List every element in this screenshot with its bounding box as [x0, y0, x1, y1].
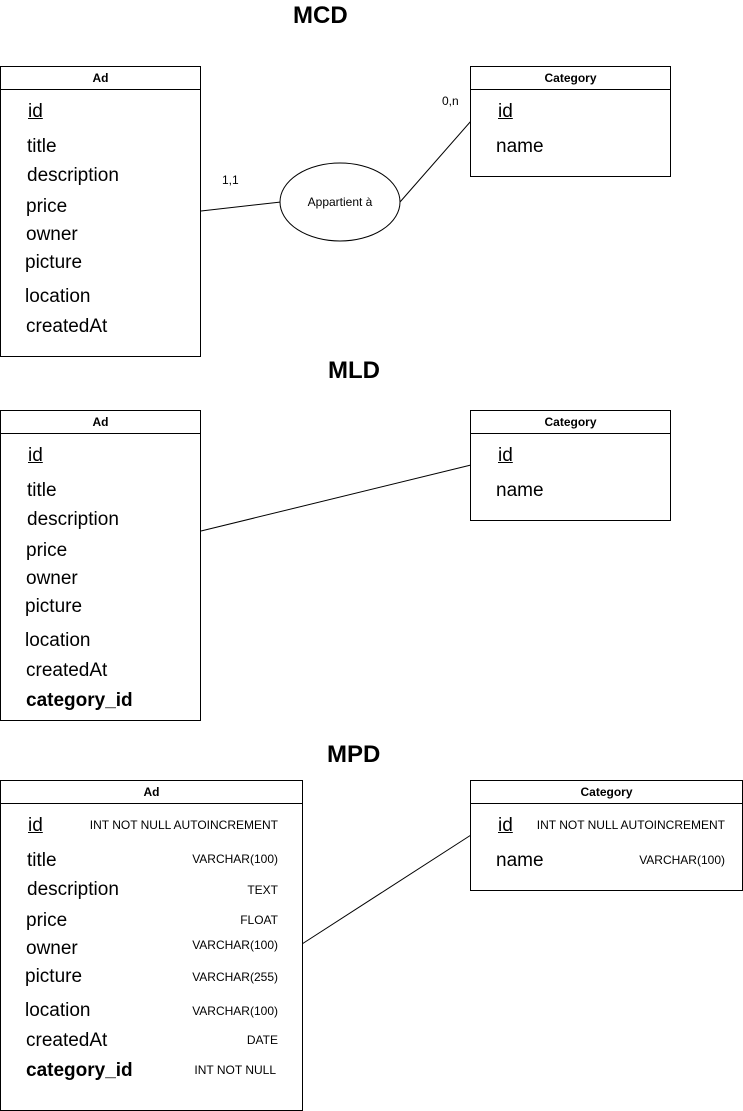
mld-entity-category-name: Category: [471, 411, 670, 434]
mpd-ad-type-title: VARCHAR(100): [192, 852, 278, 866]
mpd-title: MPD: [327, 741, 381, 768]
mpd-ad-type-createdat: DATE: [246, 1033, 278, 1047]
mcd-link-ad: [200, 201, 282, 212]
mld-entity-ad: Ad id title description price owner pict…: [0, 410, 201, 721]
mcd-association-label: Appartient à: [307, 195, 373, 209]
mld-ad-attr-id: id: [28, 445, 43, 466]
mld-entity-ad-name: Ad: [1, 411, 200, 434]
mpd-ad-attr-id: id: [28, 815, 43, 836]
mcd-entity-ad: Ad id title description price owner pict…: [0, 66, 201, 357]
mcd-cardinality-ad: 1,1: [222, 173, 239, 187]
mcd-entity-category-name: Category: [471, 67, 670, 90]
mld-ad-attr-picture: picture: [25, 596, 83, 617]
mpd-ad-type-location: VARCHAR(100): [192, 1004, 278, 1018]
mpd-category-type-name: VARCHAR(100): [639, 853, 725, 867]
mld-title: MLD: [328, 357, 380, 384]
mpd-ad-type-category-id: INT NOT NULL: [194, 1063, 276, 1077]
mpd-category-type-id: INT NOT NULL AUTOINCREMENT: [536, 818, 725, 832]
mpd-ad-attr-category-id: category_id: [26, 1060, 133, 1081]
mpd-ad-attr-owner: owner: [26, 938, 78, 959]
mpd-ad-type-id: INT NOT NULL AUTOINCREMENT: [89, 818, 278, 832]
mld-ad-attr-location: location: [25, 630, 91, 651]
mcd-ad-attr-description: description: [27, 165, 119, 186]
mld-ad-attr-price: price: [26, 540, 68, 561]
mpd-link: [301, 834, 472, 945]
mcd-category-attr-name: name: [496, 136, 544, 157]
mpd-ad-attr-picture: picture: [25, 966, 83, 987]
mcd-entity-category: Category id name: [470, 66, 671, 177]
mpd-ad-attr-location: location: [25, 1000, 91, 1021]
mcd-title: MCD: [293, 2, 348, 29]
mcd-link-category: [399, 120, 472, 203]
mcd-ad-attr-price: price: [26, 196, 68, 217]
mcd-ad-attr-location: location: [25, 286, 91, 307]
mcd-entity-ad-name: Ad: [1, 67, 200, 90]
mcd-cardinality-category: 0,n: [442, 94, 459, 108]
mpd-entity-category-name: Category: [471, 781, 742, 804]
mcd-ad-attr-owner: owner: [26, 224, 78, 245]
mcd-ad-attr-title: title: [27, 136, 57, 157]
mpd-ad-attr-title: title: [27, 850, 57, 871]
mpd-ad-attr-description: description: [27, 879, 119, 900]
mpd-entity-category: Category id INT NOT NULL AUTOINCREMENT n…: [470, 780, 743, 891]
mpd-category-attr-name: name: [496, 850, 544, 871]
mcd-ad-attr-createdat: createdAt: [26, 316, 108, 337]
mpd-ad-type-picture: VARCHAR(255): [192, 970, 278, 984]
mld-ad-attr-createdat: createdAt: [26, 660, 108, 681]
mld-ad-attr-title: title: [27, 480, 57, 501]
mpd-ad-type-owner: VARCHAR(100): [192, 938, 278, 952]
mcd-ad-attr-id: id: [28, 101, 43, 122]
mpd-ad-attr-price: price: [26, 910, 68, 931]
mpd-category-attr-id: id: [498, 815, 513, 836]
mpd-entity-ad: Ad id INT NOT NULL AUTOINCREMENT title V…: [0, 780, 303, 1111]
mld-link: [200, 464, 472, 532]
mld-category-attr-name: name: [496, 480, 544, 501]
mpd-entity-ad-name: Ad: [1, 781, 302, 804]
mld-category-attr-id: id: [498, 445, 513, 466]
mpd-ad-type-price: FLOAT: [240, 913, 278, 927]
mcd-ad-attr-picture: picture: [25, 252, 83, 273]
mld-entity-category: Category id name: [470, 410, 671, 521]
mld-ad-attr-owner: owner: [26, 568, 78, 589]
mpd-ad-type-description: TEXT: [247, 883, 278, 897]
mcd-category-attr-id: id: [498, 101, 513, 122]
mpd-ad-attr-createdat: createdAt: [26, 1030, 108, 1051]
mld-ad-attr-category-id: category_id: [26, 690, 133, 711]
mld-ad-attr-description: description: [27, 509, 119, 530]
